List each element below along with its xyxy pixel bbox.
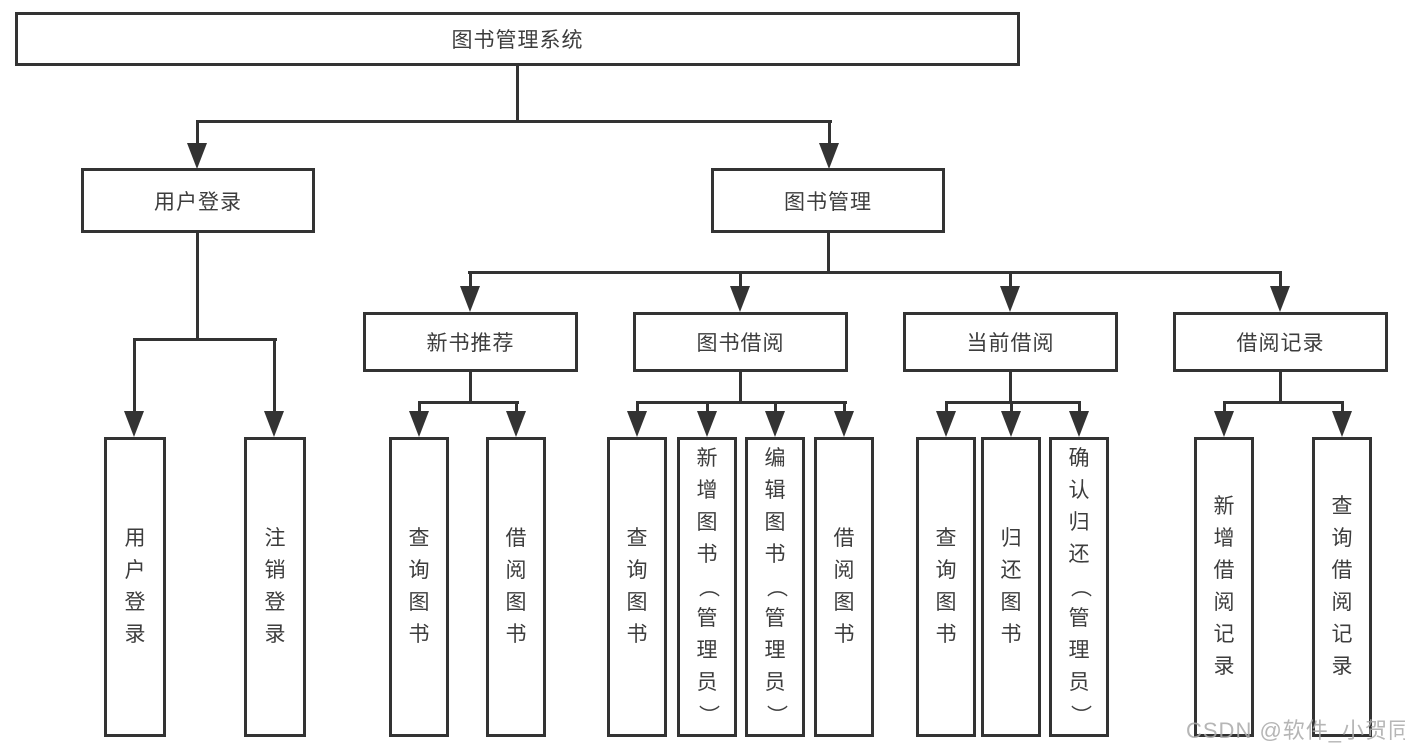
connector-vline: [945, 401, 948, 415]
node-label: 查询借阅记录: [1331, 495, 1353, 678]
edge-user-login-bus: [133, 338, 277, 341]
node-label: 借阅图书: [505, 527, 527, 646]
node-label: 图书管理系统: [451, 29, 584, 52]
connector-vline: [515, 401, 518, 415]
watermark: CSDN @软件_小贺同学: [1186, 718, 1405, 743]
arrowhead: [1000, 286, 1020, 312]
node-label: 新增借阅记录: [1213, 495, 1235, 678]
leaf-confirm-return-admin: 确认归还（管理员）: [1049, 437, 1109, 737]
node-label: 查询图书: [408, 527, 430, 646]
connector-vline: [828, 120, 831, 146]
arrowhead: [409, 411, 429, 437]
edge-root-stem: [516, 66, 519, 122]
node-book-borrow: 图书借阅: [633, 312, 848, 372]
edge-user-login-stem: [196, 232, 199, 340]
connector-vline: [1010, 401, 1013, 415]
arrowhead: [1001, 411, 1021, 437]
connector-vline: [1223, 401, 1226, 415]
connector-vline: [1341, 401, 1344, 415]
arrowhead: [264, 411, 284, 437]
leaf-add-book-admin: 新增图书（管理员）: [677, 437, 737, 737]
leaf-query-book-borrow: 查询图书: [607, 437, 667, 737]
edge-book-borrow-stem: [739, 372, 742, 404]
edge-current-borrow-bus: [945, 401, 1081, 404]
node-label: 查询图书: [626, 527, 648, 646]
edge-book-borrow-bus: [636, 401, 847, 404]
arrowhead: [730, 286, 750, 312]
connector-vline: [739, 271, 742, 289]
node-label: 查询图书: [935, 527, 957, 646]
node-label: 编辑图书（管理员）: [764, 447, 787, 726]
edge-borrow-record-stem: [1279, 372, 1282, 404]
connector-vline: [774, 401, 777, 415]
leaf-query-book-recommend: 查询图书: [389, 437, 449, 737]
edge-new-book-stem: [469, 372, 472, 404]
node-label: 确认归还（管理员）: [1068, 447, 1091, 726]
arrowhead: [1332, 411, 1352, 437]
arrowhead: [1270, 286, 1290, 312]
node-book-management: 图书管理: [711, 168, 945, 233]
arrowhead: [506, 411, 526, 437]
edge-book-mgmt-bus: [468, 271, 1282, 274]
leaf-logout: 注销登录: [244, 437, 306, 737]
connector-vline: [843, 401, 846, 415]
arrowhead: [1214, 411, 1234, 437]
arrowhead: [697, 411, 717, 437]
leaf-query-borrow-record: 查询借阅记录: [1312, 437, 1372, 737]
node-label: 图书借阅: [696, 332, 785, 355]
arrowhead: [627, 411, 647, 437]
edge-root-bus: [196, 120, 832, 123]
edge-book-mgmt-stem: [827, 233, 830, 273]
leaf-edit-book-admin: 编辑图书（管理员）: [745, 437, 805, 737]
arrowhead: [936, 411, 956, 437]
connector-vline: [1078, 401, 1081, 415]
node-label: 用户登录: [124, 527, 146, 646]
connector-vline: [469, 271, 472, 289]
leaf-return-book: 归还图书: [981, 437, 1041, 737]
node-label: 注销登录: [264, 527, 286, 646]
arrowhead: [187, 143, 207, 169]
leaf-borrow-book: 借阅图书: [814, 437, 874, 737]
node-label: 借阅图书: [833, 527, 855, 646]
node-current-borrow: 当前借阅: [903, 312, 1118, 372]
connector-vline: [706, 401, 709, 415]
node-label: 新增图书（管理员）: [696, 447, 719, 726]
leaf-borrow-book-recommend: 借阅图书: [486, 437, 546, 737]
node-borrow-record: 借阅记录: [1173, 312, 1388, 372]
leaf-user-login: 用户登录: [104, 437, 166, 737]
arrowhead: [834, 411, 854, 437]
node-label: 图书管理: [784, 190, 872, 214]
arrowhead: [819, 143, 839, 169]
node-user-login: 用户登录: [81, 168, 315, 233]
edge-new-book-bus: [418, 401, 519, 404]
leaf-add-borrow-record: 新增借阅记录: [1194, 437, 1254, 737]
node-library-system: 图书管理系统: [15, 12, 1020, 66]
arrowhead: [765, 411, 785, 437]
arrowhead: [1069, 411, 1089, 437]
connector-vline: [133, 338, 136, 414]
connector-vline: [1009, 271, 1012, 289]
edge-current-borrow-stem: [1009, 372, 1012, 404]
arrowhead: [124, 411, 144, 437]
node-label: 借阅记录: [1236, 332, 1325, 355]
connector-vline: [636, 401, 639, 415]
node-label: 归还图书: [1000, 527, 1022, 646]
node-label: 用户登录: [154, 190, 242, 214]
connector-vline: [418, 401, 421, 415]
node-new-book-recommend: 新书推荐: [363, 312, 578, 372]
node-label: 新书推荐: [426, 332, 515, 355]
leaf-query-book-current: 查询图书: [916, 437, 976, 737]
connector-vline: [1279, 271, 1282, 289]
connector-vline: [273, 338, 276, 414]
node-label: 当前借阅: [966, 332, 1055, 355]
connector-vline: [196, 120, 199, 146]
arrowhead: [460, 286, 480, 312]
edge-borrow-record-bus: [1223, 401, 1344, 404]
